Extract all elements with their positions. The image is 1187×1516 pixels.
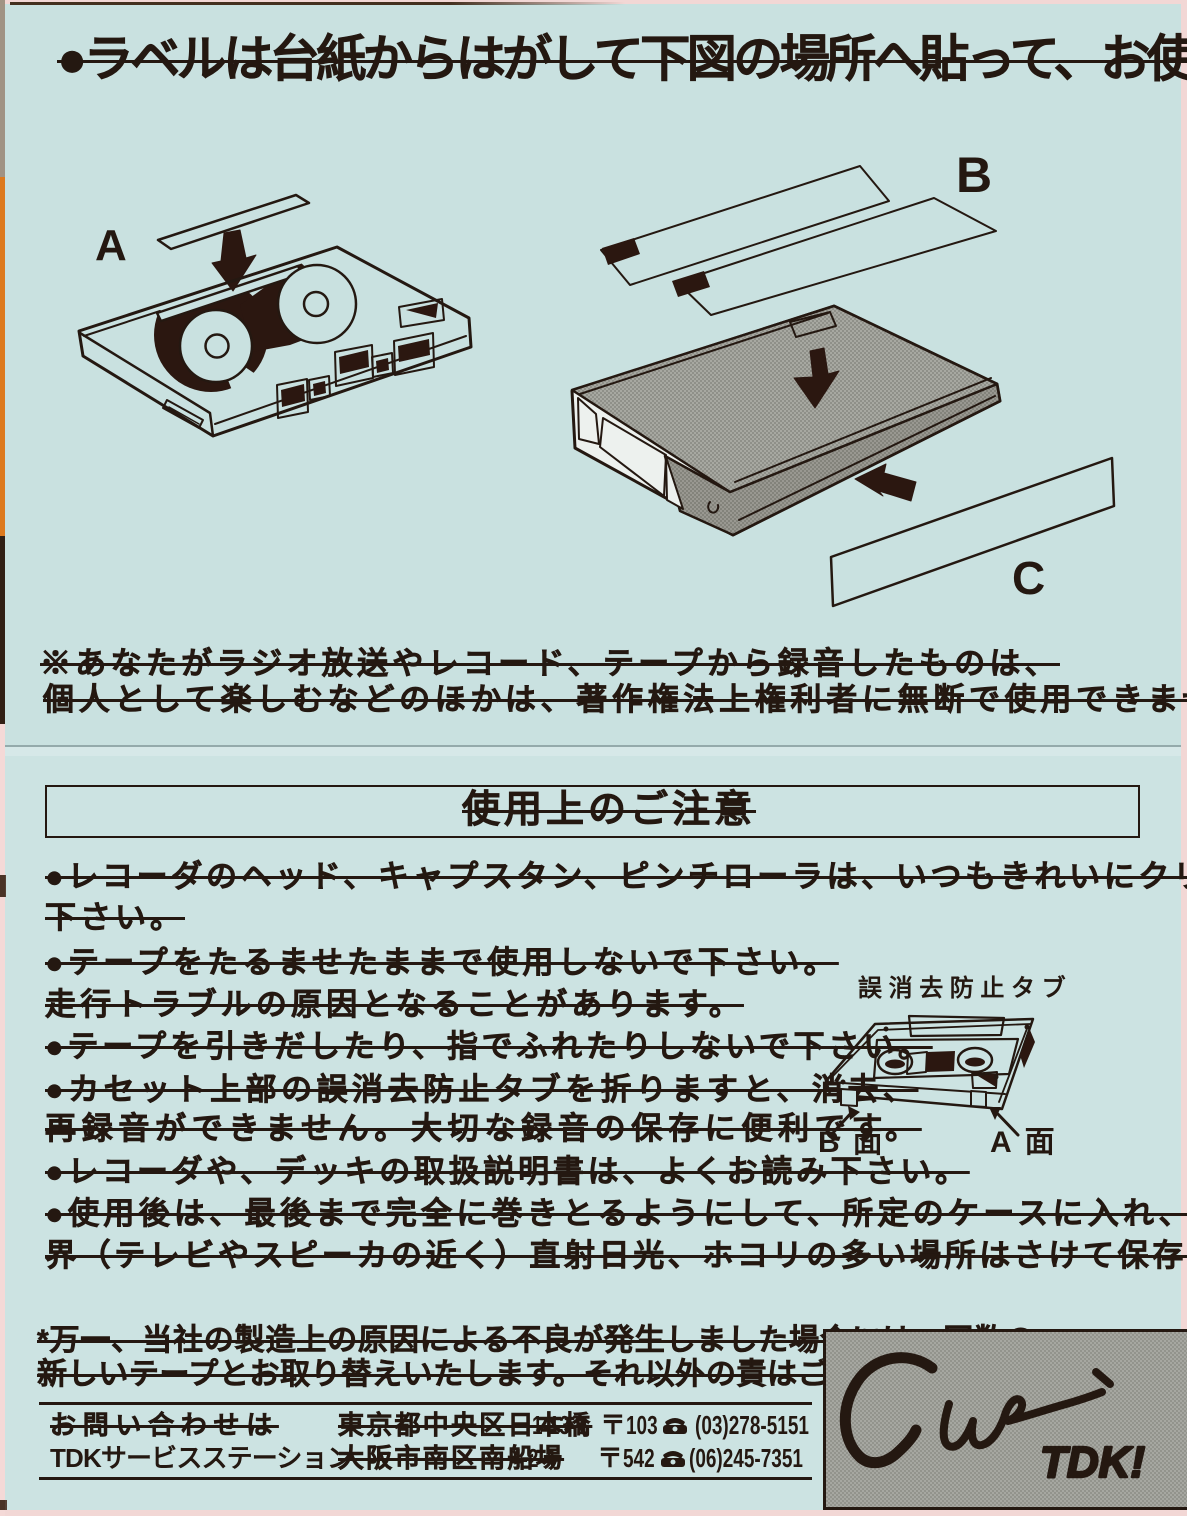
svg-text:C: C: [1012, 552, 1045, 604]
svg-text:B: B: [956, 147, 992, 203]
svg-text:A: A: [95, 221, 127, 270]
svg-text:TDK!: TDK!: [1040, 1438, 1145, 1487]
